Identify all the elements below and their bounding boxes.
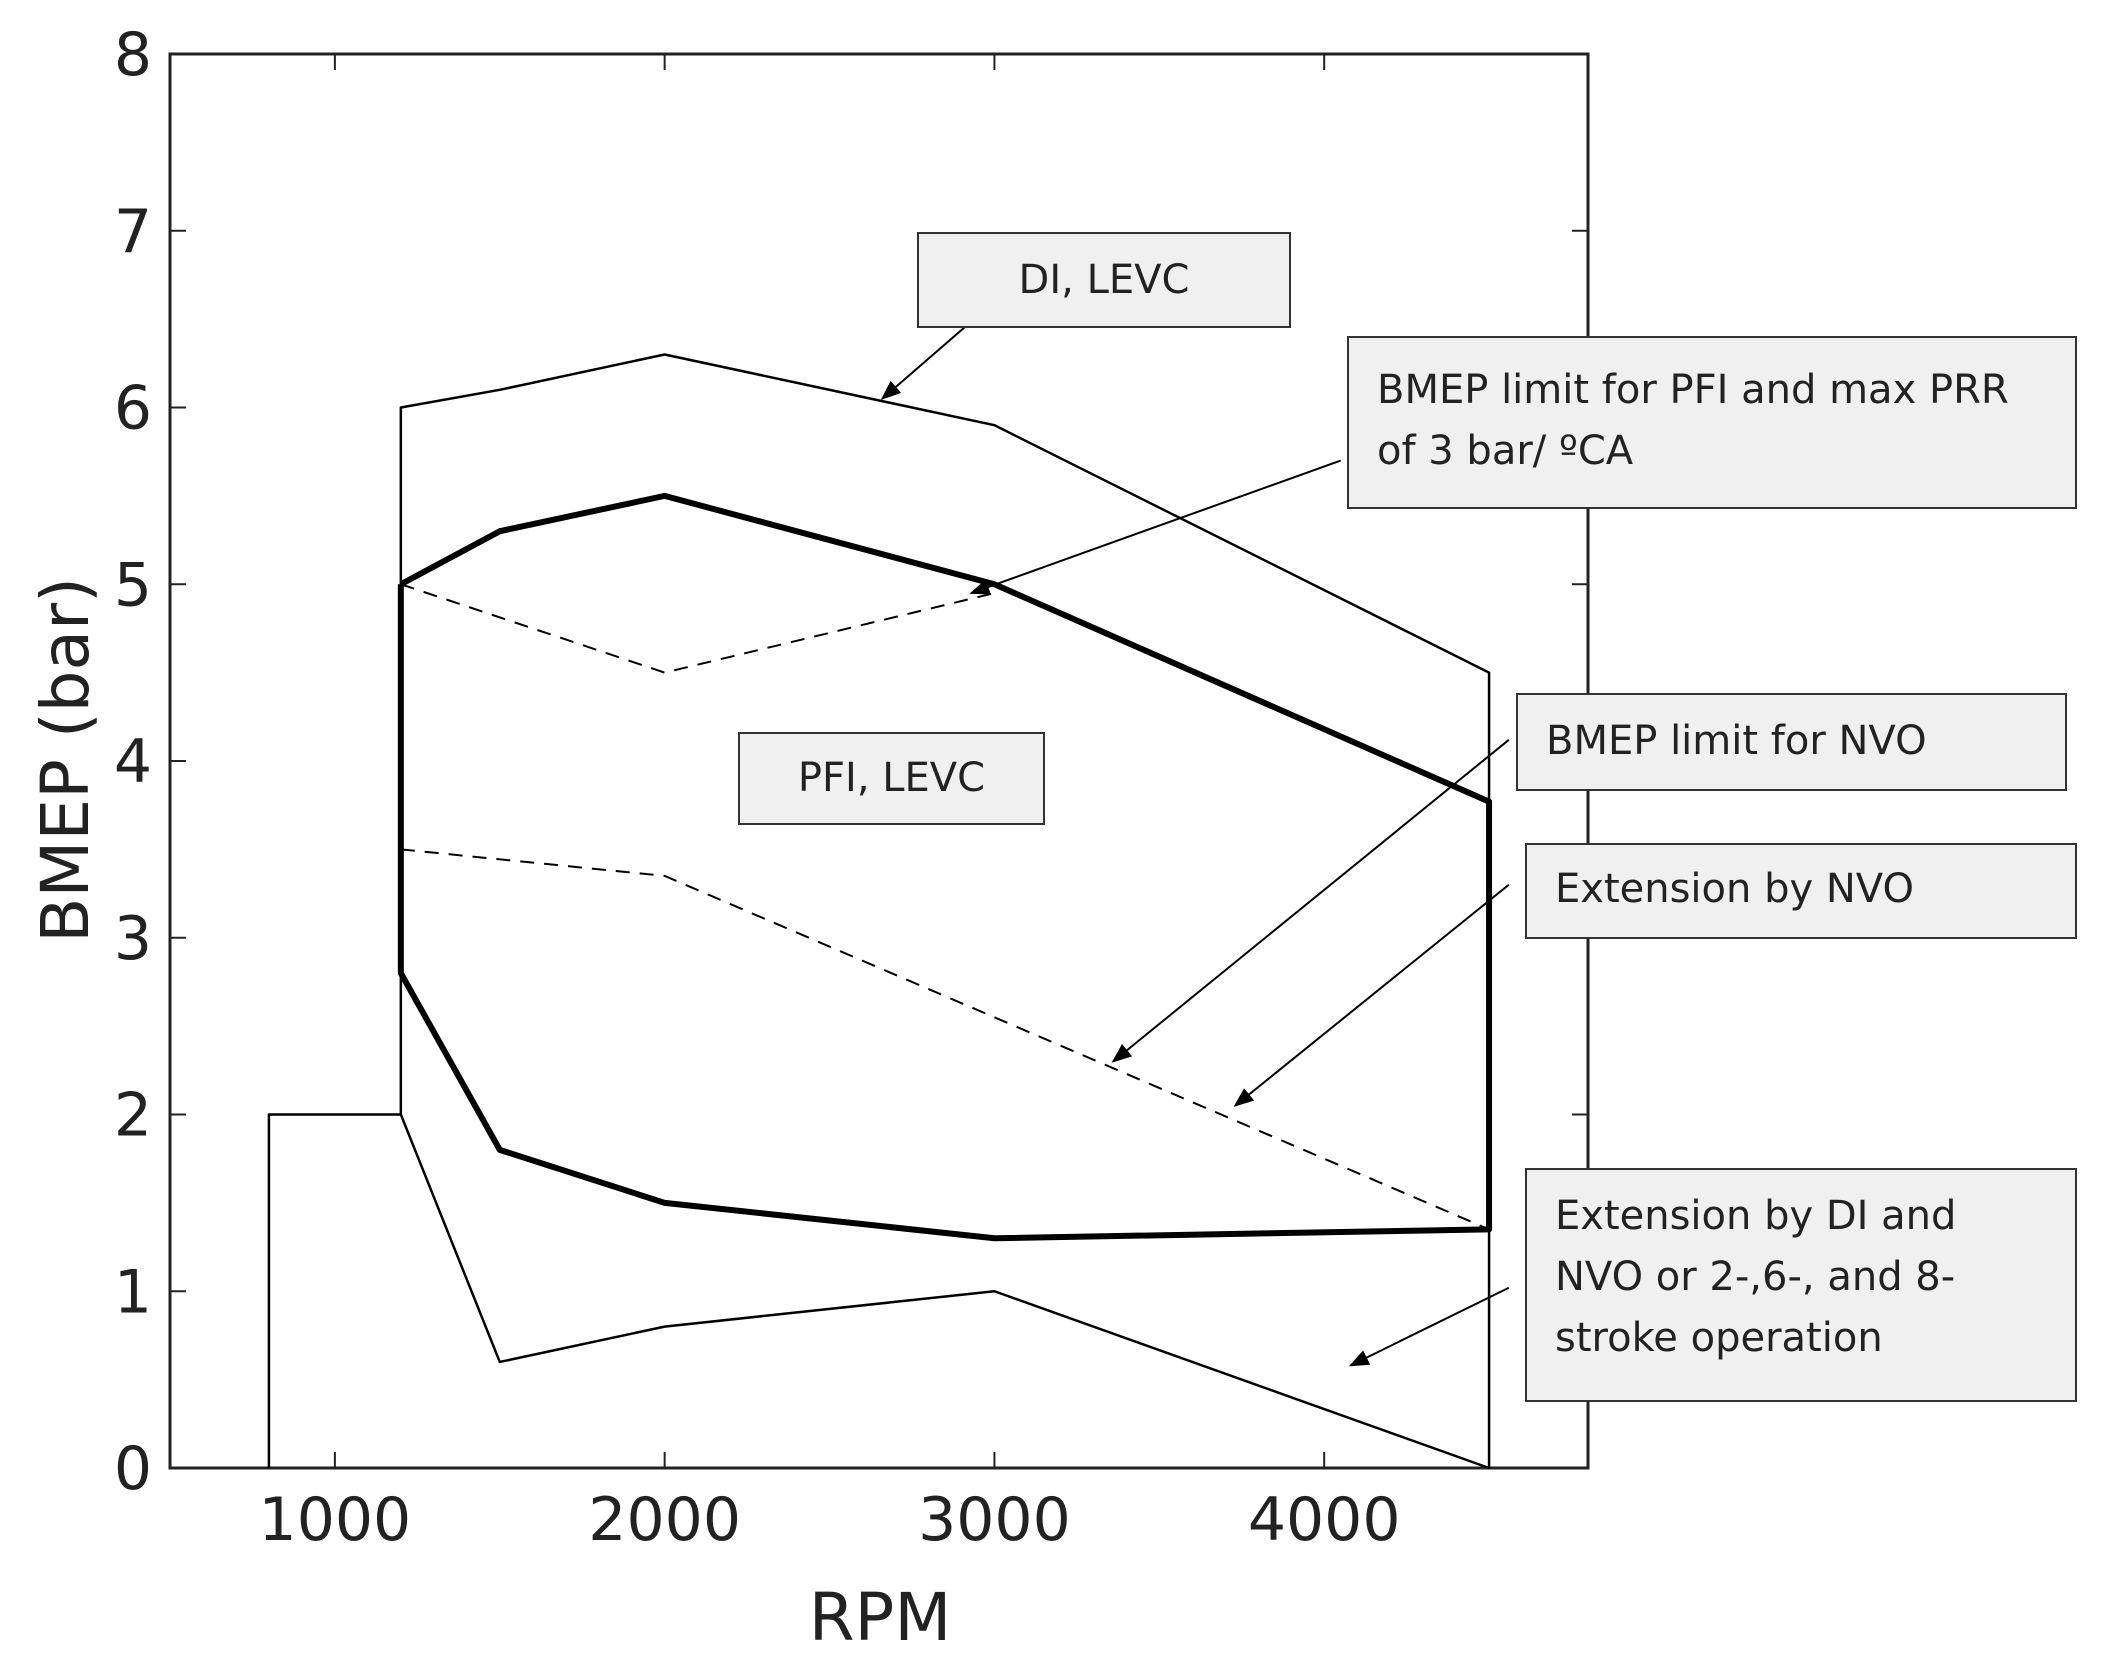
x-tick-label-3000: 3000 bbox=[918, 1485, 1071, 1555]
series-thin-line-0 bbox=[267, 353, 1491, 1470]
annotation-bmep-limit-pfi: BMEP limit for PFI and max PRR of 3 bar/… bbox=[1347, 336, 2077, 509]
y-tick-label-4: 4 bbox=[114, 727, 152, 797]
x-axis-label: RPM bbox=[809, 1579, 952, 1656]
y-tick-label-1: 1 bbox=[114, 1257, 152, 1327]
y-tick-label-6: 6 bbox=[114, 374, 152, 444]
annotation-di-levc: DI, LEVC bbox=[917, 232, 1291, 328]
y-tick-label-8: 8 bbox=[114, 20, 152, 90]
arrow-layer bbox=[880, 300, 1510, 1367]
annotation-arrow-1 bbox=[969, 459, 1342, 595]
annotation-bmep-limit-nvo: BMEP limit for NVO bbox=[1516, 693, 2067, 791]
y-tick-label-5: 5 bbox=[114, 550, 152, 620]
annotation-extension-di: Extension by DI and NVO or 2-,6-, and 8-… bbox=[1525, 1168, 2077, 1402]
x-tick-label-2000: 2000 bbox=[588, 1485, 741, 1555]
annotation-extension-nvo: Extension by NVO bbox=[1525, 843, 2077, 939]
tick-layer: 1000 2000 3000 4000 0 1 2 3 4 5 6 7 8 bbox=[114, 20, 1588, 1555]
x-tick-label-1000: 1000 bbox=[259, 1485, 412, 1555]
annotation-pfi-levc: PFI, LEVC bbox=[738, 732, 1045, 825]
series-dashed-line-3 bbox=[400, 848, 1490, 1231]
series-dashed-line-2 bbox=[400, 583, 995, 674]
annotation-arrow-2 bbox=[1111, 739, 1510, 1063]
series-layer bbox=[267, 353, 1493, 1470]
annotation-arrow-3 bbox=[1233, 883, 1510, 1107]
annotation-arrow-4 bbox=[1348, 1286, 1510, 1367]
y-tick-label-7: 7 bbox=[114, 197, 152, 267]
y-tick-label-3: 3 bbox=[114, 904, 152, 974]
y-tick-label-0: 0 bbox=[114, 1434, 152, 1504]
y-axis-label: BMEP (bar) bbox=[27, 577, 104, 943]
x-tick-label-4000: 4000 bbox=[1248, 1485, 1401, 1555]
series-thick-line-1 bbox=[397, 492, 1493, 1242]
y-tick-label-2: 2 bbox=[114, 1081, 152, 1151]
